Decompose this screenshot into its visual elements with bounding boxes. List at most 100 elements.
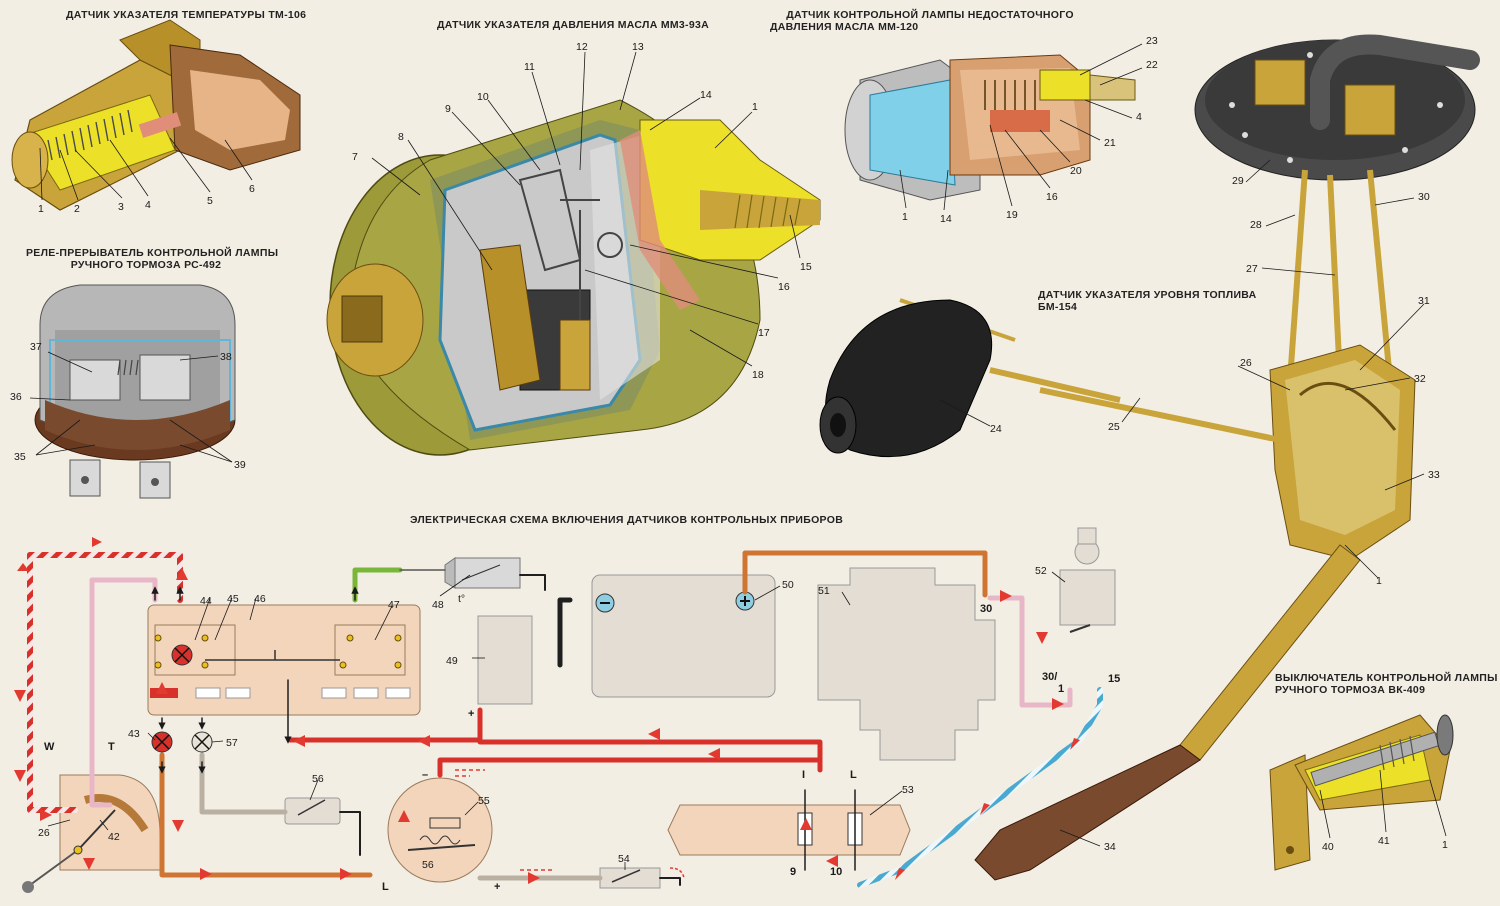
relay-illustration <box>34 284 236 499</box>
wiring-callout-56: 56 <box>312 773 324 785</box>
fuel-sensor-callouts: 29 28 30 27 31 26 32 33 1 24 25 34 <box>939 159 1440 853</box>
terminal-W: W <box>44 741 55 753</box>
terminal-I: I <box>802 769 805 781</box>
callout-relay-38: 38 <box>220 351 232 363</box>
callout-fuel-25: 25 <box>1108 421 1120 433</box>
title-brake-switch: ВЫКЛЮЧАТЕЛЬ КОНТРОЛЬНОЙ ЛАМПЫ РУЧНОГО ТО… <box>1275 672 1498 696</box>
wiring-callout-57: 57 <box>226 737 238 749</box>
wiring-callout-43: 43 <box>128 728 140 740</box>
terminal-plus2: + <box>494 881 500 893</box>
callout-fuel-24: 24 <box>990 423 1002 435</box>
title-oil-pressure-sensor: ДАТЧИК УКАЗАТЕЛЯ ДАВЛЕНИЯ МАСЛА ММ3-93А <box>437 19 710 31</box>
terminal-15: 15 <box>1108 673 1120 685</box>
oil-lamp-sensor-illustration <box>844 54 1136 201</box>
callout-oillamp-19: 19 <box>1006 209 1018 221</box>
callout-relay-37: 37 <box>30 341 42 353</box>
callout-oil-10: 10 <box>477 91 489 103</box>
temp-sensor-callouts: 1 2 3 4 5 6 <box>38 137 255 215</box>
callout-oil-7: 7 <box>352 151 358 163</box>
wiring-callout-47: 47 <box>388 599 400 611</box>
callout-oil-11: 11 <box>524 61 535 73</box>
callout-fuel-34: 34 <box>1104 841 1116 853</box>
terminal-t: t° <box>458 593 465 605</box>
terminal-30: 30 <box>980 603 992 615</box>
terminal-30-1b: 1 <box>1058 683 1064 695</box>
callout-oil-14: 14 <box>700 89 712 101</box>
callout-oil-16: 16 <box>778 281 790 293</box>
wiring-callout-42: 42 <box>108 831 120 843</box>
callout-oil-8: 8 <box>398 131 404 143</box>
callout-oillamp-22: 22 <box>1146 59 1158 71</box>
title-temp-sensor: ДАТЧИК УКАЗАТЕЛЯ ТЕМПЕРАТУРЫ ТМ-106 <box>66 9 307 21</box>
title-relay-line1: РЕЛЕ-ПРЕРЫВАТЕЛЬ КОНТРОЛЬНОЙ ЛАМПЫ <box>26 247 279 259</box>
callout-fuel-29: 29 <box>1232 175 1244 187</box>
callout-oillamp-1: 1 <box>902 211 908 223</box>
title-relay: РЕЛЕ-ПРЕРЫВАТЕЛЬ КОНТРОЛЬНОЙ ЛАМПЫ РУЧНО… <box>26 247 279 271</box>
title-fuel-line2: БМ-154 <box>1038 301 1078 313</box>
wiring-callout-53: 53 <box>902 784 914 796</box>
wiring-callout-48: 48 <box>432 599 444 611</box>
callout-oil-9: 9 <box>445 103 451 115</box>
callout-relay-35: 35 <box>14 451 26 463</box>
title-oil-lamp-sensor: ДАТЧИК КОНТРОЛЬНОЙ ЛАМПЫ НЕДОСТАТОЧНОГО … <box>770 9 1090 33</box>
callout-fuel-30: 30 <box>1418 191 1430 203</box>
title-wiring-diagram: ЭЛЕКТРИЧЕСКАЯ СХЕМА ВКЛЮЧЕНИЯ ДАТЧИКОВ К… <box>410 514 844 526</box>
callout-relay-36: 36 <box>10 391 22 403</box>
callout-oil-12: 12 <box>576 41 588 53</box>
callout-fuel-33: 33 <box>1428 469 1440 481</box>
terminal-L: L <box>850 769 857 781</box>
terminal-9: 9 <box>790 866 796 878</box>
callout-temp-6: 6 <box>249 183 255 195</box>
terminal-plus: + <box>468 708 474 720</box>
wiring-callout-44: 44 <box>200 595 212 607</box>
title-brake-line2: РУЧНОГО ТОРМОЗА ВК-409 <box>1275 684 1426 696</box>
title-oil-lamp-line2: ДАВЛЕНИЯ МАСЛА ММ-120 <box>770 21 919 33</box>
wiring-callout-46: 46 <box>254 593 266 605</box>
relay-callouts: 37 38 36 35 39 <box>10 341 246 471</box>
oil-pressure-sensor-callouts: 7 8 9 10 11 12 13 14 1 15 16 17 18 <box>352 41 812 381</box>
callout-oillamp-20: 20 <box>1070 165 1082 177</box>
wiring-callouts: 44 45 46 47 48 49 50 51 52 43 57 56 55 5… <box>38 565 1120 893</box>
title-brake-line1: ВЫКЛЮЧАТЕЛЬ КОНТРОЛЬНОЙ ЛАМПЫ <box>1275 672 1498 684</box>
callout-oillamp-14: 14 <box>940 213 952 225</box>
wiring-callout-54: 54 <box>618 853 630 865</box>
title-fuel-sensor: ДАТЧИК УКАЗАТЕЛЯ УРОВНЯ ТОПЛИВА БМ-154 <box>1038 289 1257 313</box>
oil-pressure-sensor-illustration <box>326 99 821 456</box>
brake-switch-illustration <box>1269 714 1454 871</box>
callout-temp-3: 3 <box>118 201 124 213</box>
callout-oillamp-23: 23 <box>1146 35 1158 47</box>
callout-fuel-1: 1 <box>1376 575 1382 587</box>
callout-temp-2: 2 <box>74 203 80 215</box>
callout-brake-1: 1 <box>1442 839 1448 851</box>
callout-oil-13: 13 <box>632 41 644 53</box>
wiring-callout-26: 26 <box>38 827 50 839</box>
callout-fuel-31: 31 <box>1418 295 1430 307</box>
terminal-L2: L <box>382 881 389 893</box>
brake-switch-callouts: 40 41 1 <box>1319 769 1448 853</box>
callout-relay-39: 39 <box>234 459 246 471</box>
fuel-sensor-illustration <box>819 34 1480 881</box>
callout-oillamp-21: 21 <box>1104 137 1116 149</box>
callout-temp-5: 5 <box>207 195 213 207</box>
title-fuel-line1: ДАТЧИК УКАЗАТЕЛЯ УРОВНЯ ТОПЛИВА <box>1038 289 1257 301</box>
wiring-diagram <box>14 527 1116 893</box>
callout-oillamp-16: 16 <box>1046 191 1058 203</box>
wiring-callout-50: 50 <box>782 579 794 591</box>
callout-oil-18: 18 <box>752 369 764 381</box>
wiring-callout-52: 52 <box>1035 565 1047 577</box>
terminal-56: 56 <box>422 859 434 871</box>
callout-fuel-27: 27 <box>1246 263 1258 275</box>
callout-oil-15: 15 <box>800 261 812 273</box>
terminal-T: T <box>108 741 115 753</box>
oil-lamp-sensor-callouts: 23 22 4 21 20 16 19 14 1 <box>899 35 1158 225</box>
callout-oillamp-4: 4 <box>1136 111 1142 123</box>
wiring-callout-49: 49 <box>446 655 458 667</box>
callout-temp-4: 4 <box>145 199 151 211</box>
title-relay-line2: РУЧНОГО ТОРМОЗА РС-492 <box>70 259 222 271</box>
terminal-10: 10 <box>830 866 842 878</box>
callout-oil-17: 17 <box>758 327 770 339</box>
terminal-minus: – <box>422 769 428 781</box>
callout-oil-1: 1 <box>752 101 758 113</box>
callout-fuel-26: 26 <box>1240 357 1252 369</box>
